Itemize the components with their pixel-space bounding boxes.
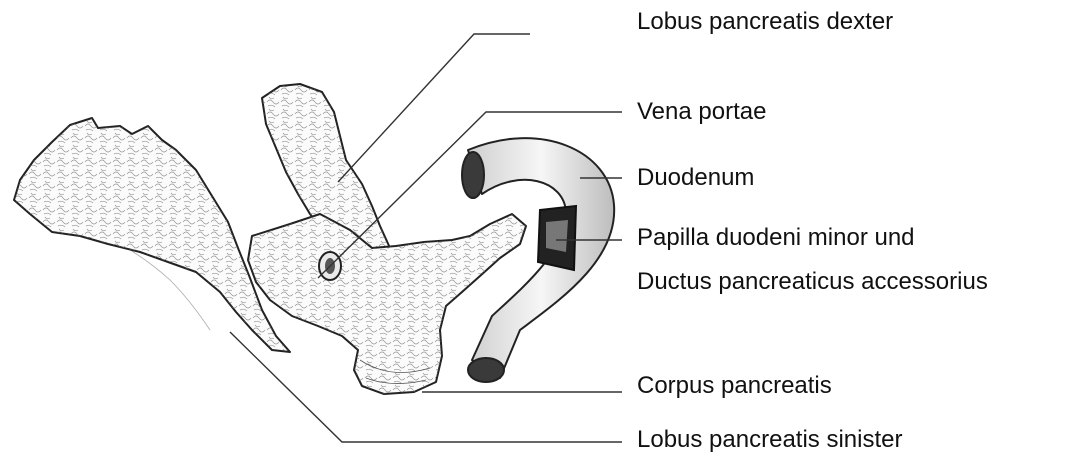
label-papilla-line2: Ductus pancreaticus accessorius [637, 268, 988, 296]
label-lobus-dexter: Lobus pancreatis dexter [637, 8, 893, 36]
label-corpus: Corpus pancreatis [637, 372, 832, 400]
left-pancreatic-lobe [14, 118, 290, 352]
label-vena-portae: Vena portae [637, 98, 766, 126]
label-lobus-sinister: Lobus pancreatis sinister [637, 426, 902, 454]
label-papilla-line1: Papilla duodeni minor und [637, 224, 915, 252]
label-duodenum: Duodenum [637, 164, 754, 192]
